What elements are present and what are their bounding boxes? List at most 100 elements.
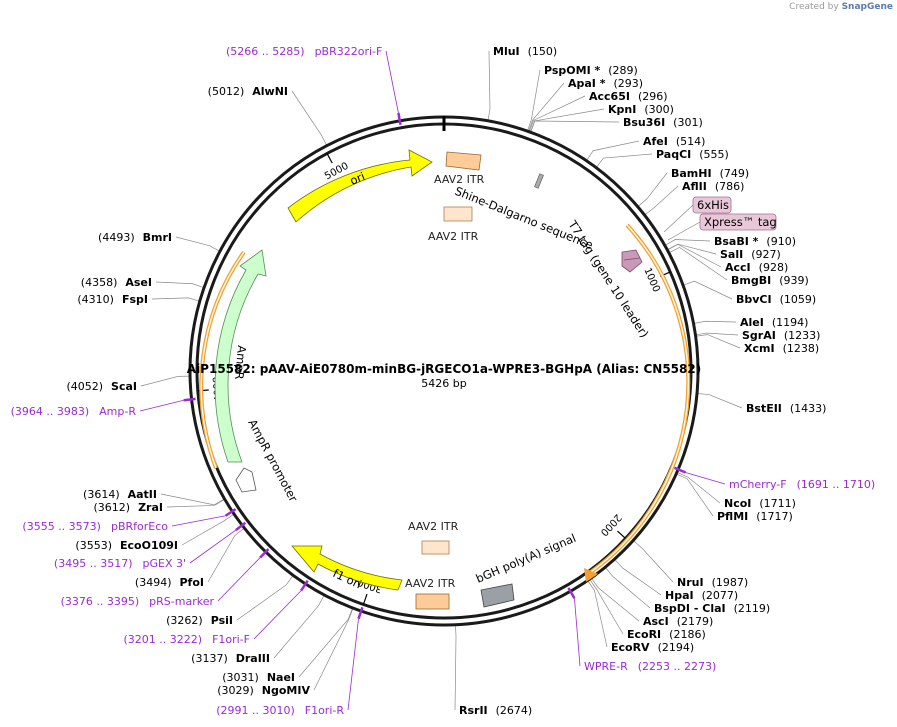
primer-mark [397,112,402,126]
enzyme-position: (2077) [702,589,739,602]
enzyme-position: (3614) [83,488,120,501]
enzyme-leader [527,69,541,132]
cds-arc-inner [587,224,690,575]
primer-mark [357,606,364,620]
primer-leader [189,529,237,564]
enzyme-name: EcoRI [627,628,661,641]
enzyme-label: (3029)NgoMIV [217,684,310,697]
enzyme-label: (3612)ZraI [94,501,164,514]
enzyme-name: Acc65I [589,90,630,103]
primer-name: pBR322ori-F [315,45,383,58]
enzyme-position: (749) [720,167,750,180]
ampr-outer-arc-inner [200,251,245,469]
enzyme-position: (3262) [166,614,203,627]
enzyme-position: (939) [779,274,809,287]
primer-range: (3201 .. 3222) [124,633,203,646]
enzyme-label: (3262)PsiI [166,614,233,627]
enzyme-label: PspOMI *(289) [544,64,638,77]
primer-leader [253,590,302,640]
enzyme-name: AfeI [643,135,668,148]
enzyme-position: (3031) [222,671,259,684]
enzyme-leader [529,95,586,132]
primer-leader [139,399,184,412]
primer-mark [567,587,576,599]
enzyme-leader [236,575,294,621]
enzyme-label: NruI(1987) [677,576,748,589]
enzyme-position: (1711) [759,497,796,510]
enzyme-leader [682,280,733,300]
enzyme-leader [166,499,225,508]
enzyme-leader [160,493,225,506]
enzyme-label: SgrAI(1233) [742,329,820,342]
enzyme-label: MluI(150) [493,45,557,58]
primer-name: F1ori-F [212,633,250,646]
enzyme-label: BspDI - ClaI (2119) [654,602,770,615]
enzyme-label: (3031)NaeI [222,671,295,684]
enzyme-label: PflMI(1717) [717,510,793,523]
enzyme-label: AflII(786) [682,180,744,193]
enzyme-name: EcoO109I [120,539,178,552]
enzyme-position: (2179) [677,615,714,628]
enzyme-name: PaqCI [656,148,691,161]
primer-label: (2991 .. 3010)F1ori-R [216,704,344,717]
tick-mark [362,593,368,605]
enzyme-label: (4310)FspI [77,293,148,306]
primer-mark [224,508,237,517]
enzyme-leader [695,334,741,349]
primer-range: (3376 .. 3395) [61,595,140,608]
enzyme-name: BmrI [143,231,172,244]
primer-mark [235,521,247,532]
enzyme-leader [313,608,354,691]
tick-mark [326,153,333,164]
enzyme-label: KpnI(300) [608,103,674,116]
enzyme-label: HpaI(2077) [665,589,738,602]
enzyme-name: AscI [643,615,669,628]
enzyme-leader [586,140,640,161]
aav2-itr-box-4 [415,593,450,610]
primer-label: mCherry-F(1691 .. 1710) [729,478,875,491]
enzyme-position: (301) [673,116,703,129]
primer-labels: (5266 .. 5285)pBR322ori-FmCherry-F(1691 … [11,45,876,717]
ampr-promoter-label: AmpR promoter [245,417,300,504]
t7-tag-marker [621,249,643,273]
tag-label-6xhis: 6xHis [697,198,729,212]
enzyme-label: AleI(1194) [740,316,808,329]
enzyme-position: (289) [608,64,638,77]
enzyme-leader [454,624,457,711]
enzyme-position: (4052) [66,380,103,393]
enzyme-leader [644,185,679,216]
primer-label: (3376 .. 3395)pRS-marker [61,595,215,608]
enzyme-position: (3029) [217,684,254,697]
enzyme-name: BamHI [671,167,712,180]
primer-mark [259,548,270,559]
enzyme-position: (2119) [734,602,771,615]
enzyme-name: FspI [122,293,148,306]
primer-label: (3964 .. 3983)Amp-R [11,405,137,418]
enzyme-name: ScaI [111,380,137,393]
enzyme-leader [696,393,743,409]
bgh-polya-box [480,583,515,608]
enzyme-leader [604,567,651,609]
aav2-itr-box-3 [421,540,450,555]
enzyme-name: SgrAI [742,329,776,342]
enzyme-name: BbvCI [736,293,772,306]
primer-range: (2253 .. 2273) [638,660,717,673]
enzyme-name: RsrII [459,704,488,717]
enzyme-position: (300) [644,103,674,116]
plasmid-name: AiP15582: pAAV-AiE0780m-minBG-jRGECO1a-W… [187,362,701,376]
enzyme-leader [298,607,353,678]
primer-range: (1691 .. 1710) [797,478,876,491]
enzyme-leader [668,246,728,281]
enzyme-name: ApaI * [568,77,606,90]
enzyme-leader [664,239,711,246]
bgh-polya-label: bGH poly(A) signal [474,531,578,586]
enzyme-position: (3494) [135,576,172,589]
enzyme-name: NruI [677,576,704,589]
enzyme-label: (3553)EcoO109I [75,539,178,552]
enzyme-leader [595,153,653,168]
enzyme-position: (514) [676,135,706,148]
enzyme-label: (5012)AlwNI [208,85,288,98]
enzyme-leader [273,594,325,659]
enzyme-position: (3137) [191,652,228,665]
enzyme-name: BspDI - ClaI [654,602,726,615]
